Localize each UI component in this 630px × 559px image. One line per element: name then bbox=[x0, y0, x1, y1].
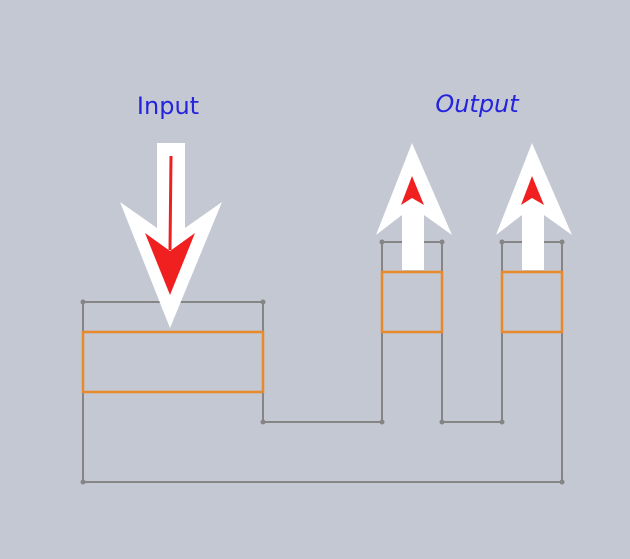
outline-vertices bbox=[80, 239, 565, 485]
output-arrow-icon-1 bbox=[376, 143, 452, 270]
output-face-highlight-1 bbox=[380, 270, 444, 334]
output-arrow-icon-2 bbox=[496, 143, 572, 270]
output-face-highlight-2 bbox=[500, 270, 564, 334]
input-arrow-icon bbox=[120, 143, 222, 328]
input-label: Input bbox=[137, 92, 199, 120]
input-face-highlight bbox=[81, 330, 265, 394]
output-label: Output bbox=[435, 90, 520, 118]
